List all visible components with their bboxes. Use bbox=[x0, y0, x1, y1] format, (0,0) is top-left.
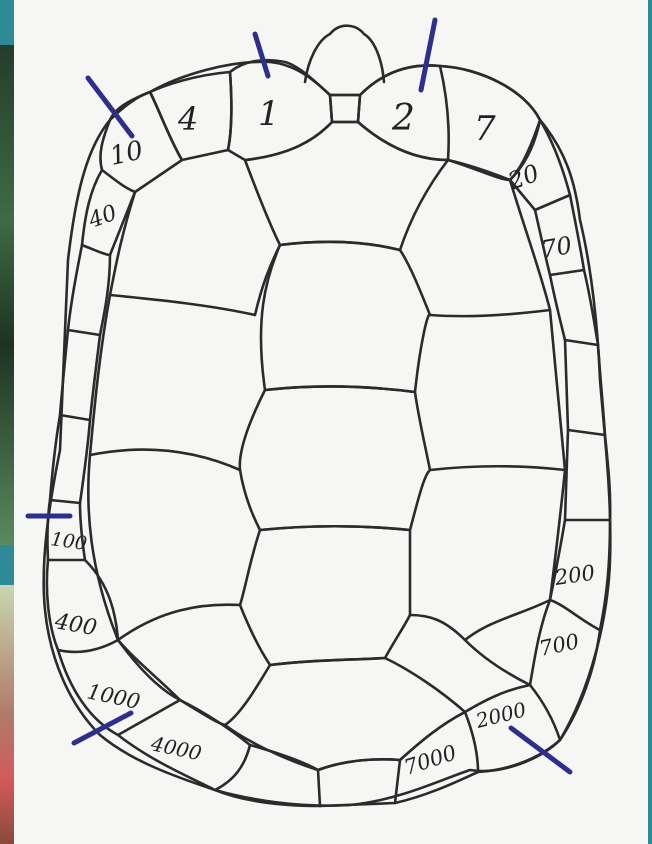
pleural-left-3 bbox=[88, 455, 240, 640]
label-scute-70: 70 bbox=[539, 231, 574, 264]
label-scute-100: 100 bbox=[49, 528, 88, 555]
label-scute-7: 7 bbox=[474, 109, 496, 149]
label-scute-10: 10 bbox=[107, 136, 146, 172]
pleural-right-4 bbox=[465, 640, 530, 685]
vertebral-4 bbox=[240, 526, 410, 665]
pleural-left-1 bbox=[110, 192, 280, 315]
label-scute-400: 400 bbox=[52, 609, 99, 641]
pleural-right-3 bbox=[410, 470, 565, 640]
vertebral-1 bbox=[245, 122, 448, 250]
left-marginal-5 bbox=[50, 415, 90, 503]
bottom-marginal-left bbox=[215, 745, 320, 806]
label-scute-1000: 1000 bbox=[85, 679, 142, 714]
label-scute-7000: 7000 bbox=[401, 740, 459, 779]
label-scute-4: 4 bbox=[177, 100, 198, 138]
right-marginal-4 bbox=[565, 340, 605, 435]
label-scute-700: 700 bbox=[537, 629, 581, 661]
turtle-head bbox=[305, 26, 384, 82]
pleural-right-2 bbox=[430, 310, 565, 470]
pleural-left-2 bbox=[90, 295, 240, 470]
right-marginal-5 bbox=[565, 430, 610, 520]
label-scute-20: 20 bbox=[504, 159, 543, 196]
nuchal-scute bbox=[330, 95, 360, 122]
vertebral-2 bbox=[261, 242, 430, 392]
left-marginal-3 bbox=[68, 245, 110, 335]
marker-tick-2 bbox=[421, 20, 435, 90]
vertebral-3 bbox=[240, 386, 430, 530]
label-scute-1: 1 bbox=[258, 94, 280, 134]
label-scute-200: 200 bbox=[552, 561, 596, 590]
scute-1-border bbox=[228, 60, 332, 160]
marker-tick-2000 bbox=[511, 728, 570, 772]
label-scute-2: 2 bbox=[391, 98, 415, 139]
label-scute-40: 40 bbox=[85, 201, 121, 234]
marker-tick-1 bbox=[255, 34, 268, 76]
